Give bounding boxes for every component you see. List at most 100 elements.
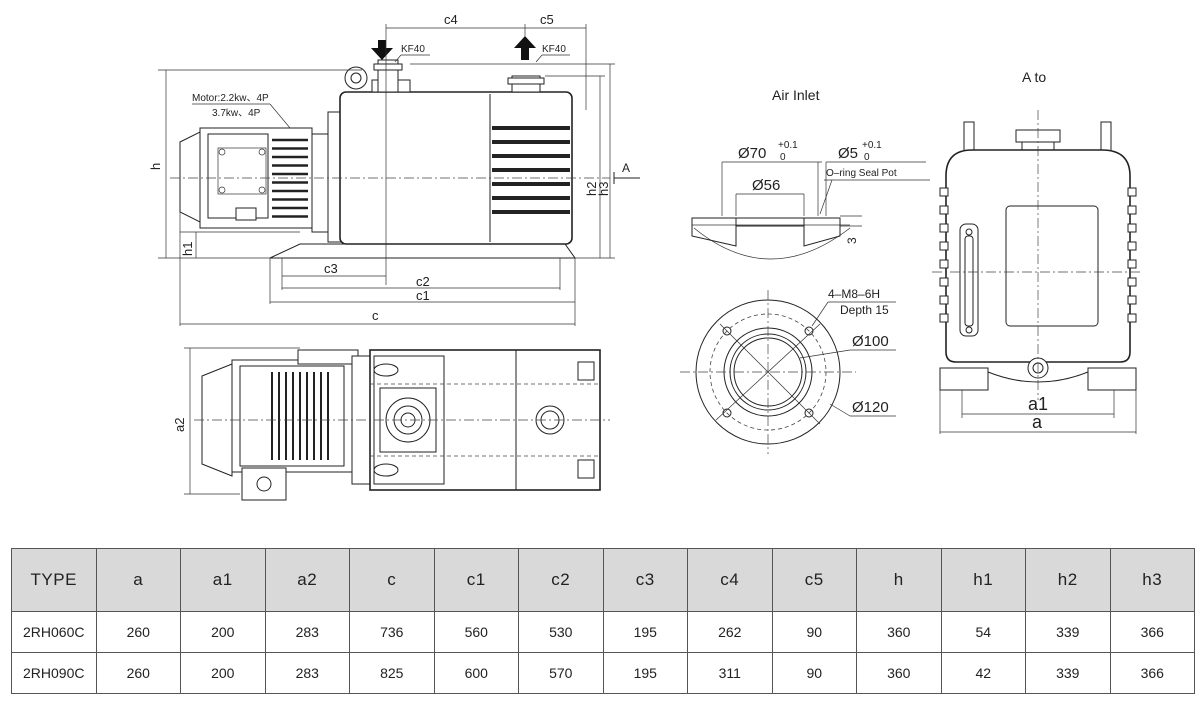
dim-c-label: c bbox=[372, 308, 379, 323]
table-cell: 600 bbox=[433, 652, 519, 694]
air-inlet-detail: Air Inlet Ø70 +0.1 0 Ø56 Ø5 +0.1 0 O–rin… bbox=[691, 87, 930, 260]
table-cell: 195 bbox=[602, 611, 688, 653]
dim-d70-tol-lower: 0 bbox=[780, 152, 786, 163]
table-header: c4 bbox=[687, 548, 773, 612]
table-cell: 339 bbox=[1025, 611, 1111, 653]
table-cell: 736 bbox=[349, 611, 435, 653]
dim-d100-label: Ø100 bbox=[852, 333, 889, 350]
view-a-marker: A bbox=[622, 161, 630, 175]
table-header: c1 bbox=[433, 548, 519, 612]
end-view-a: A to a1 a bbox=[932, 69, 1142, 434]
dim-h-label: h bbox=[148, 163, 163, 170]
table-header: c5 bbox=[771, 548, 857, 612]
dim-c4-label: c4 bbox=[444, 12, 458, 27]
table-header: a1 bbox=[180, 548, 266, 612]
pump-fins bbox=[492, 126, 570, 214]
table-row: 2RH090C 260 200 283 825 600 570 195 311 … bbox=[11, 652, 1195, 694]
rib bbox=[939, 241, 949, 251]
top-view: a2 bbox=[172, 347, 610, 501]
table-header: TYPE bbox=[11, 548, 97, 612]
table-cell: 200 bbox=[180, 611, 266, 653]
table-cell: 200 bbox=[180, 652, 266, 694]
table-cell: 283 bbox=[264, 611, 350, 653]
table-header: h3 bbox=[1109, 548, 1195, 612]
dim-d5-tol-lower: 0 bbox=[864, 152, 870, 163]
dim-c2-label: c2 bbox=[416, 274, 430, 289]
table-cell: 195 bbox=[602, 652, 688, 694]
dim-a2-label: a2 bbox=[172, 418, 187, 432]
dim-h1-label: h1 bbox=[180, 242, 195, 256]
dim-d70-label: Ø70 bbox=[738, 145, 766, 162]
dim-d5-label: Ø5 bbox=[838, 145, 858, 162]
table-cell: 825 bbox=[349, 652, 435, 694]
table-cell: 54 bbox=[940, 611, 1026, 653]
dim-a1-label: a1 bbox=[1028, 394, 1048, 414]
side-view: KF40 KF40 Motor:2.2kw、4P 3.7kw、4P c4 c5 … bbox=[148, 12, 640, 326]
table-cell: 90 bbox=[771, 611, 857, 653]
depth-label: Depth 15 bbox=[840, 303, 889, 317]
table-cell: 2RH090C bbox=[11, 652, 97, 694]
rib bbox=[1127, 187, 1137, 197]
table-header-row: TYPE a a1 a2 c c1 c2 c3 c4 c5 h h1 h2 h3 bbox=[11, 548, 1195, 612]
oring-label: O–ring Seal Pot bbox=[826, 168, 897, 179]
table-header: a bbox=[95, 548, 181, 612]
dim-h3-label: h3 bbox=[596, 182, 611, 196]
table-cell: 42 bbox=[940, 652, 1026, 694]
table-cell: 90 bbox=[771, 652, 857, 694]
table-cell: 311 bbox=[687, 652, 773, 694]
technical-drawing: KF40 KF40 Motor:2.2kw、4P 3.7kw、4P c4 c5 … bbox=[148, 12, 1142, 501]
table-header: h1 bbox=[940, 548, 1026, 612]
table-header: c3 bbox=[602, 548, 688, 612]
table-cell: 366 bbox=[1109, 652, 1195, 694]
dim-c1-label: c1 bbox=[416, 288, 430, 303]
rib bbox=[1127, 313, 1137, 323]
rib bbox=[939, 223, 949, 233]
dim-d120-label: Ø120 bbox=[852, 399, 889, 416]
dim-d70-tol-upper: +0.1 bbox=[778, 140, 798, 151]
flange-front-view: 4–M8–6H Depth 15 Ø100 Ø120 bbox=[680, 287, 896, 454]
rib bbox=[939, 187, 949, 197]
rib bbox=[939, 205, 949, 215]
air-inlet-title: Air Inlet bbox=[772, 87, 820, 103]
rib bbox=[1127, 295, 1137, 305]
rib bbox=[1127, 241, 1137, 251]
table-row: 2RH060C 260 200 283 736 560 530 195 262 … bbox=[11, 611, 1195, 653]
dim-h2-label: h2 bbox=[584, 182, 599, 196]
motor-spec-line2: 3.7kw、4P bbox=[212, 108, 261, 119]
table-cell: 360 bbox=[856, 611, 942, 653]
rib bbox=[939, 277, 949, 287]
table-cell: 260 bbox=[95, 652, 181, 694]
end-ribs bbox=[939, 187, 1137, 323]
table-cell: 2RH060C bbox=[11, 611, 97, 653]
rib bbox=[1127, 223, 1137, 233]
dim-c5-label: c5 bbox=[540, 12, 554, 27]
table-cell: 570 bbox=[518, 652, 604, 694]
top-motor-fins bbox=[271, 372, 329, 460]
table-header: a2 bbox=[264, 548, 350, 612]
dimension-table: TYPE a a1 a2 c c1 c2 c3 c4 c5 h h1 h2 h3… bbox=[11, 548, 1195, 694]
table-cell: 260 bbox=[95, 611, 181, 653]
thread-label: 4–M8–6H bbox=[828, 287, 880, 301]
kf40-outlet-label: KF40 bbox=[542, 44, 566, 55]
table-cell: 262 bbox=[687, 611, 773, 653]
table-cell: 560 bbox=[433, 611, 519, 653]
table-cell: 339 bbox=[1025, 652, 1111, 694]
view-a-title: A to bbox=[1022, 69, 1046, 85]
table-header: c2 bbox=[518, 548, 604, 612]
table-cell: 530 bbox=[518, 611, 604, 653]
kf40-inlet-label: KF40 bbox=[401, 44, 425, 55]
rib bbox=[1127, 277, 1137, 287]
rib bbox=[1127, 259, 1137, 269]
rib bbox=[939, 313, 949, 323]
rib bbox=[1127, 205, 1137, 215]
rib bbox=[939, 295, 949, 305]
motor-spec-line1: Motor:2.2kw、4P bbox=[192, 93, 269, 104]
dim-3-label: 3 bbox=[845, 237, 859, 244]
dim-d56-label: Ø56 bbox=[752, 177, 780, 194]
table-header: h bbox=[856, 548, 942, 612]
rib bbox=[939, 259, 949, 269]
motor-fins bbox=[272, 138, 308, 218]
dim-a-label: a bbox=[1032, 412, 1043, 432]
table-cell: 366 bbox=[1109, 611, 1195, 653]
dim-d5-tol-upper: +0.1 bbox=[862, 140, 882, 151]
